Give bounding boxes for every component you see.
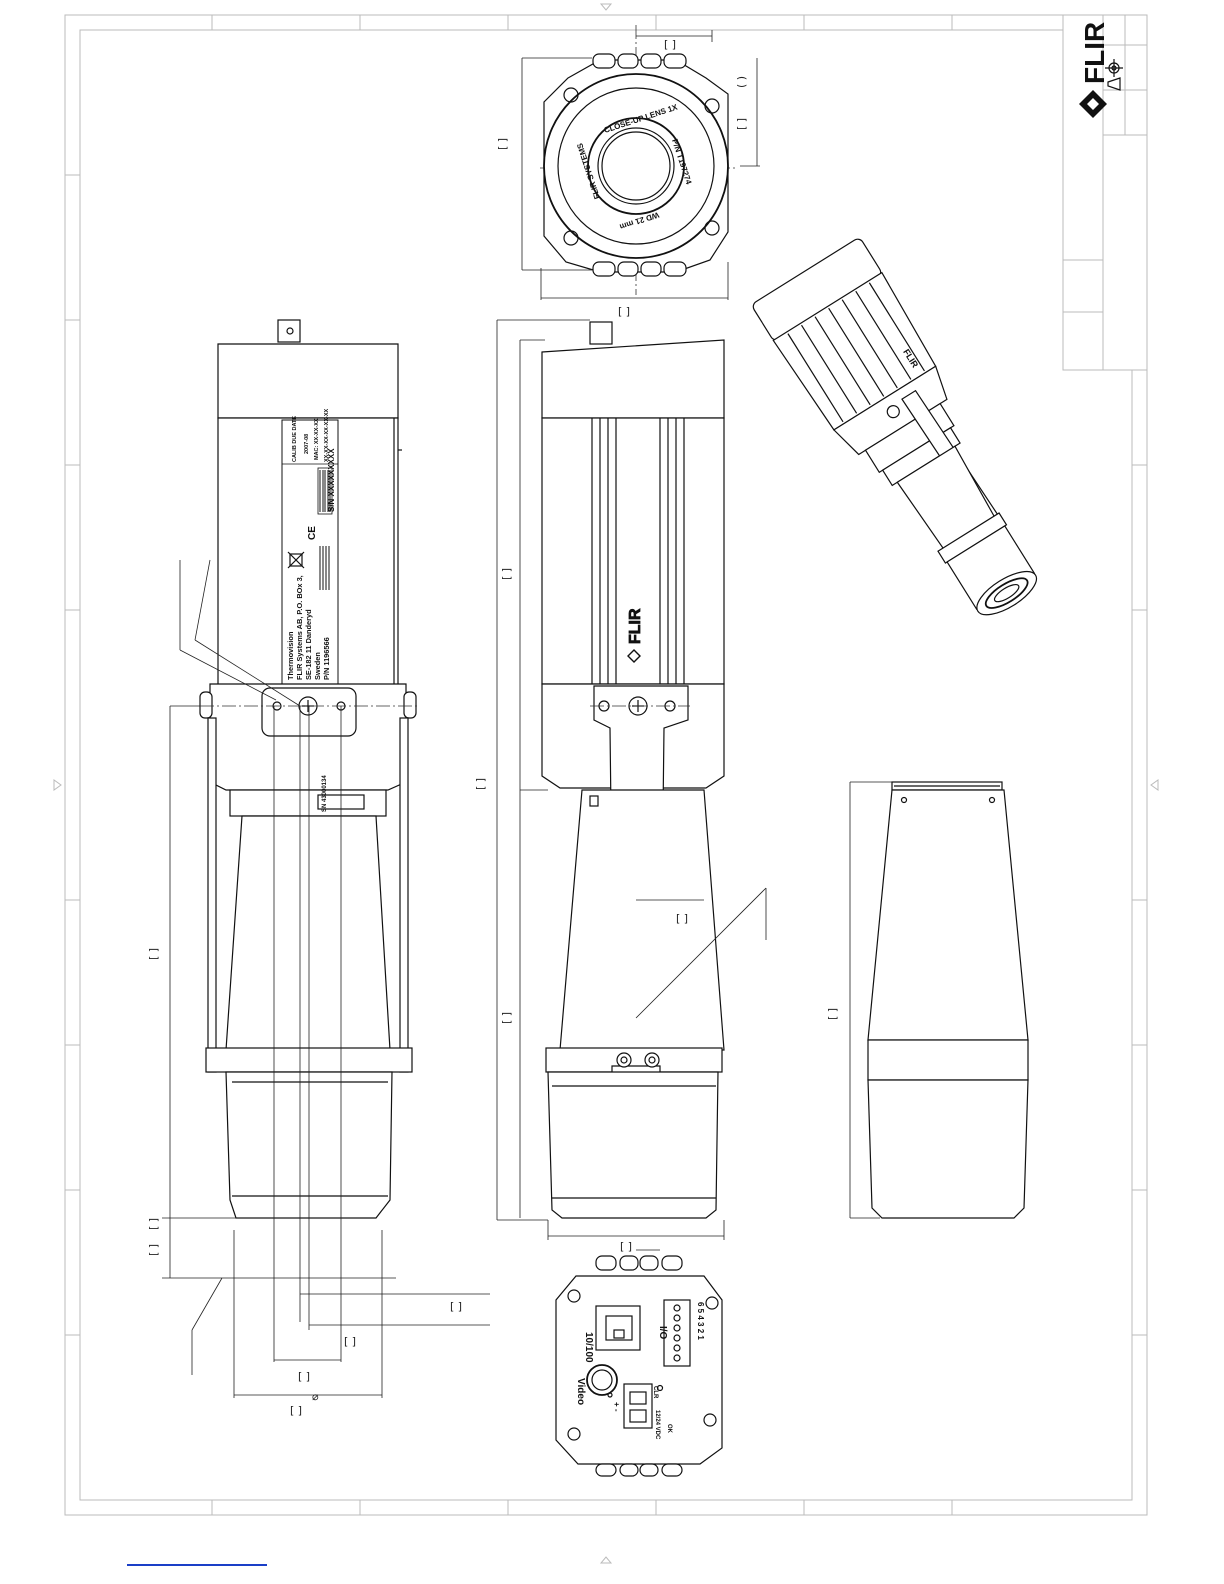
label-line: Thermovision — [286, 631, 295, 680]
power-label: 12/24 VDC — [654, 1410, 660, 1440]
label-line: SE-182 11 Danderyd — [304, 609, 313, 680]
svg-text:[ ]: [ ] — [618, 305, 630, 318]
flir-diamond-icon — [627, 649, 641, 663]
rear-panel-view: 10/100 Video I/O 6 5 4 3 2 1 CLR 12/24 V… — [555, 1240, 723, 1477]
svg-text:[ ]: [ ] — [450, 1300, 462, 1313]
footer-link-underline[interactable] — [127, 1564, 267, 1566]
label-line: Sweden — [313, 652, 322, 680]
ok-label: OK — [666, 1424, 672, 1434]
flir-logo: FLIR — [1079, 22, 1110, 118]
barcode — [317, 467, 333, 515]
svg-text:[ ]: [ ] — [147, 1244, 160, 1256]
status-led-icon — [656, 1384, 664, 1392]
calib-code: XX-XX-XX-XX-XX-XX — [324, 408, 330, 462]
top-view: Thermovision FLIR Systems AB, P.O. BOx 3… — [147, 319, 490, 1417]
svg-text:[ ]: [ ] — [500, 1012, 513, 1024]
front-view: CLOSE-UP LENS 1X P/N T197274 WD 21 mm FL… — [496, 25, 760, 318]
label-line: P/N 1196566 — [322, 637, 331, 680]
svg-text:[ ]: [ ] — [826, 1008, 839, 1020]
calib-date: 2007-08 — [304, 434, 310, 454]
label-line: FLIR Systems AB, P.O. BOx 3, — [295, 575, 304, 680]
side-view: FLIR [ ] — [474, 319, 767, 1240]
svg-text:[ ]: [ ] — [620, 1240, 632, 1253]
ce-mark-icon: CE — [307, 526, 318, 540]
video-connector-icon — [586, 1364, 618, 1396]
flir-diamond-icon — [1079, 90, 1107, 118]
sticker-serial: SN 43000134 — [322, 775, 328, 812]
power-connector-icon — [623, 1383, 653, 1429]
svg-text:[ ]: [ ] — [735, 118, 748, 130]
calib-header: CALIB DUE DATE — [292, 416, 298, 462]
svg-text:[ ]: [ ] — [474, 778, 487, 790]
title-block: FLIR — [1062, 14, 1148, 371]
svg-text:[ ]: [ ] — [500, 568, 513, 580]
svg-text:[ ]: [ ] — [664, 38, 676, 51]
polarity-label: + - — [612, 1402, 621, 1412]
side-logo-text: FLIR — [627, 608, 644, 644]
serial-number: S/N XXXXXXXXX — [327, 448, 336, 512]
svg-text:[ ]: [ ] — [298, 1370, 310, 1383]
projection-symbol-icon — [1105, 59, 1123, 91]
svg-text:[ ]: [ ] — [344, 1335, 356, 1348]
svg-text:[ ]: [ ] — [496, 138, 509, 150]
svg-text:[ ]: [ ] — [147, 1218, 160, 1230]
lens-tube-view: [ ] — [826, 781, 1029, 1219]
svg-text:[ ]: [ ] — [676, 912, 688, 925]
outer-frame — [64, 14, 1148, 1516]
weee-bin-icon — [287, 551, 305, 569]
svg-text:[ ]: [ ] — [290, 1404, 302, 1417]
io-pins-label: 6 5 4 3 2 1 — [696, 1302, 705, 1340]
calib-mac: MAC: XX-XX-XX — [314, 418, 320, 460]
logo-text: FLIR — [1079, 22, 1110, 84]
ethernet-label: 10/100 — [583, 1332, 594, 1363]
svg-text:[ ]: [ ] — [147, 948, 160, 960]
ethernet-port-icon — [595, 1305, 641, 1351]
svg-text:CE: CE — [307, 526, 318, 540]
isometric-view: FLIR — [752, 238, 1038, 616]
video-label: Video — [575, 1378, 586, 1405]
label-plate: Thermovision FLIR Systems AB, P.O. BOx 3… — [282, 408, 338, 680]
svg-text:⌀: ⌀ — [312, 1390, 319, 1403]
center-marks — [53, 3, 1159, 1564]
clr-label: CLR — [652, 1386, 658, 1399]
side-flir-logo: FLIR — [627, 608, 644, 663]
svg-text:( ): ( ) — [735, 76, 748, 88]
inner-frame — [79, 29, 1133, 1501]
io-label: I/O — [657, 1326, 668, 1340]
